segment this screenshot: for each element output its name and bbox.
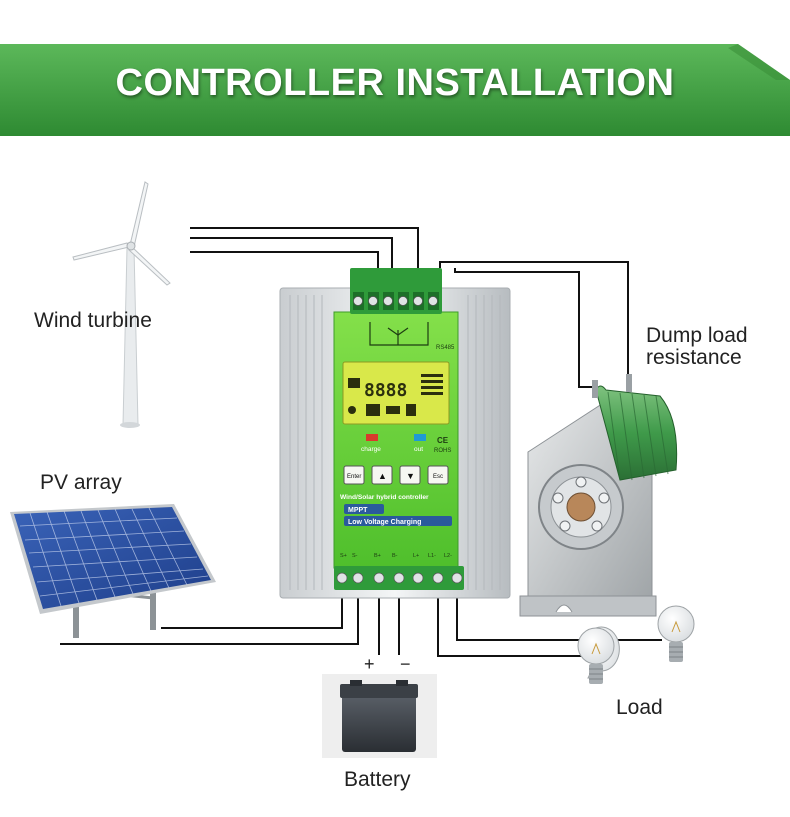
pv-array-label: PV array [40, 471, 122, 494]
lcd-digits: 8888 [364, 380, 407, 401]
up-button[interactable] [371, 465, 393, 485]
battery-illustration [322, 674, 437, 758]
terminal-label-b-minus: B- [392, 553, 398, 559]
page-title: CONTROLLER INSTALLATION [115, 62, 675, 104]
battery-positive-sign: + [364, 654, 375, 674]
pv-array-illustration [10, 504, 216, 638]
dump-load-label-line-1: Dump load [646, 324, 748, 347]
down-button[interactable] [399, 465, 421, 485]
terminal-label-s-minus: S- [352, 553, 358, 559]
terminal-label-l-plus: L+ [413, 553, 419, 559]
terminal-label-b-plus: B+ [374, 553, 381, 559]
mppt-badge: MPPT [348, 507, 368, 514]
terminal-label-s-plus: S+ [340, 553, 347, 559]
controller-model-label: Wind/Solar hybrid controller [340, 494, 429, 501]
load-label: Load [616, 696, 663, 719]
out-led [414, 434, 426, 441]
battery-negative-sign: − [400, 654, 411, 674]
dump-load-label-line-2: resistance [646, 346, 742, 369]
ce-mark: CE [437, 436, 449, 445]
charge-led [366, 434, 378, 441]
enter-button-label: Enter [347, 474, 361, 480]
wind-turbine-label: Wind turbine [34, 309, 152, 332]
out-led-label: out [414, 446, 423, 453]
terminal-label-l1-minus: L1- [428, 553, 436, 559]
dump-load-label: Dump load resistance [646, 325, 748, 369]
enter-button[interactable] [343, 465, 365, 485]
light-bulb-icon [577, 626, 620, 684]
wiring [60, 227, 662, 657]
controller-buttons: Enter ▲ ▼ Esc [343, 465, 449, 485]
hybrid-controller: RS485 8888 charge out CE ROHS Enter [279, 268, 511, 599]
rohs-mark: ROHS [434, 448, 451, 454]
battery-label: Battery [344, 768, 411, 791]
rs485-label: RS485 [436, 345, 455, 351]
esc-button[interactable] [427, 465, 449, 485]
light-bulb-icon [657, 605, 695, 662]
dump-load-resistor-illustration [519, 374, 678, 617]
title-banner [0, 44, 790, 136]
wind-turbine-illustration [72, 181, 171, 428]
charge-led-label: charge [361, 446, 381, 453]
esc-button-label: Esc [433, 474, 443, 480]
down-button-label: ▼ [406, 471, 415, 481]
up-button-label: ▲ [378, 471, 387, 481]
low-voltage-badge: Low Voltage Charging [348, 519, 421, 526]
terminal-label-l2-minus: L2- [444, 553, 452, 559]
